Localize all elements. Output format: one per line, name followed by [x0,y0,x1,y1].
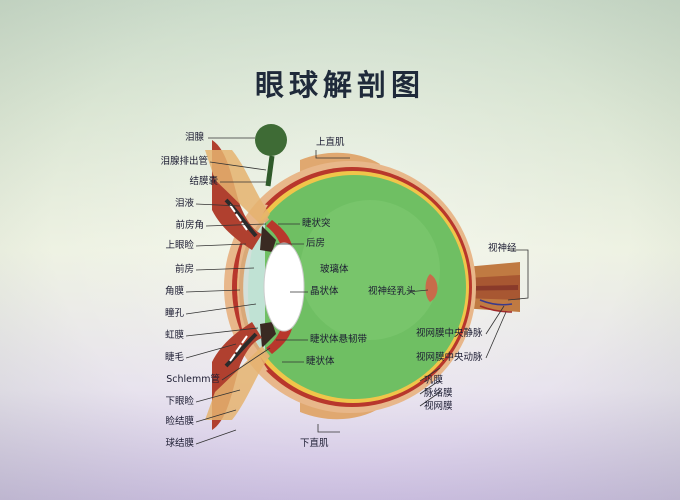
label-inferior-rectus: 下直肌 [300,438,329,449]
label-choroid: 脉络膜 [424,388,453,399]
label-palpebral-conjunctiva: 睑结膜 [165,416,194,427]
ciliary-body-shape [266,220,292,248]
upper-eyelid [205,140,270,250]
label-bulbar-conjunctiva: 球结膜 [165,438,194,449]
leader-lines-left [185,137,271,445]
label-ciliary-process: 睫状突 [302,218,331,229]
label-conjunctival-sac: 结膜囊 [189,176,218,187]
label-posterior-chamber: 后房 [306,238,326,249]
label-central-retinal-artery: 视网膜中央动脉 [416,352,483,363]
lacrimal-duct [265,155,275,187]
label-optic-nerve: 视神经 [488,243,517,254]
label-central-retinal-vein: 视网膜中央静脉 [416,328,483,339]
label-anterior-chamber: 前房 [174,264,194,275]
lens [263,242,305,332]
cornea [239,216,270,360]
label-vitreous-body: 玻璃体 [320,264,349,275]
optic-disc [425,274,438,302]
label-lacrimal-duct: 泪腺排出管 [160,156,208,167]
label-tear-fluid: 泪液 [174,198,194,209]
label-cornea: 角膜 [164,286,184,297]
label-zonule: 睫状体悬韧带 [310,334,368,345]
leader-lines-right [276,150,529,433]
label-lower-eyelid: 下眼睑 [165,396,194,407]
label-eyelash: 睫毛 [164,352,184,363]
label-upper-eyelid: 上眼睑 [165,240,194,251]
label-optic-disc: 视神经乳头 [368,286,416,297]
label-iris: 虹膜 [164,330,184,341]
diagram-title: 眼球解剖图 [254,68,425,102]
label-pupil: 瞳孔 [164,308,184,319]
label-retina: 视网膜 [424,401,453,412]
lower-eyelid [205,322,270,430]
iris-shape [260,226,276,252]
label-lacrimal-gland: 泪腺 [184,132,204,143]
label-lens: 晶状体 [310,286,339,297]
label-ciliary-body: 睫状体 [306,356,335,367]
label-anterior-chamber-angle: 前房角 [175,220,204,231]
label-schlemm-canal: Schlemm管 [166,374,220,385]
lacrimal-gland [255,124,287,156]
label-sclera: 巩膜 [424,375,444,386]
label-superior-rectus: 上直肌 [316,137,345,148]
